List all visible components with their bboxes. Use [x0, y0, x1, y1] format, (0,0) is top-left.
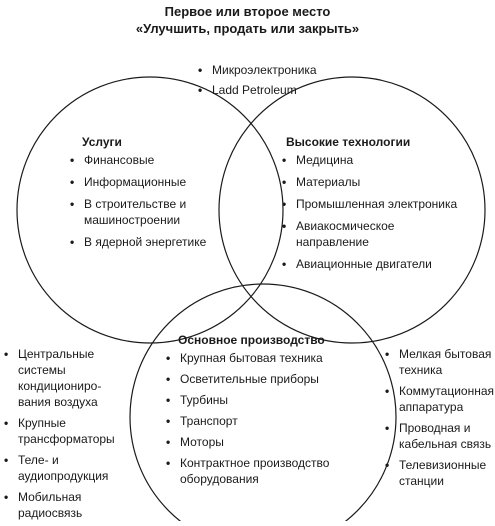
- list-item: Мобильная радиосвязь: [2, 489, 130, 521]
- diagram-title-line2: «Улучшить, продать или закрыть»: [135, 21, 360, 36]
- core-heading: Основное производство: [178, 333, 325, 347]
- list-item: Медицина: [280, 152, 470, 168]
- core-group: Основное производство Крупная бытовая те…: [164, 332, 364, 492]
- list-item: Турбины: [164, 392, 364, 408]
- list-item: Транспорт: [164, 413, 364, 429]
- list-item: Авиакосмическое направление: [280, 218, 470, 250]
- list-item: Промышленная электроника: [280, 196, 470, 212]
- services-group: Услуги Финансовые Информационные В строи…: [68, 134, 238, 256]
- core-circle: [129, 283, 397, 521]
- hightech-heading: Высокие технологии: [286, 135, 411, 149]
- list-item: Микроэлектроника: [196, 62, 396, 78]
- hightech-list: Медицина Материалы Промышленная электрон…: [280, 152, 470, 272]
- diagram-title-line1: Первое или второе место: [164, 4, 331, 19]
- list-item: Осветительные приборы: [164, 371, 364, 387]
- list-item: Финансовые: [68, 152, 238, 168]
- left-outside-group: Центральные системы кондициониро-вания в…: [2, 346, 130, 526]
- list-item: В строительстве и машиностроении: [68, 196, 238, 228]
- list-item: Коммутационная аппаратура: [383, 383, 495, 415]
- list-item: Моторы: [164, 434, 364, 450]
- list-item: Ladd Petroleum: [196, 82, 396, 98]
- left-outside-list: Центральные системы кондициониро-вания в…: [2, 346, 130, 521]
- right-outside-list: Мелкая бытовая техника Коммутационная ап…: [383, 346, 495, 489]
- list-item: Материалы: [280, 174, 470, 190]
- list-item: Авиационные двигатели: [280, 256, 470, 272]
- top-list: Микроэлектроника Ladd Petroleum: [196, 62, 396, 98]
- top-group: Микроэлектроника Ladd Petroleum: [196, 62, 396, 102]
- list-item: Телевизионные станции: [383, 457, 495, 489]
- list-item: Центральные системы кондициониро-вания в…: [2, 346, 130, 410]
- right-outside-group: Мелкая бытовая техника Коммутационная ап…: [383, 346, 495, 494]
- list-item: В ядерной энергетике: [68, 234, 238, 250]
- list-item: Крупная бытовая техника: [164, 350, 364, 366]
- list-item: Информационные: [68, 174, 238, 190]
- list-item: Проводная и кабельная связь: [383, 420, 495, 452]
- hightech-group: Высокие технологии Медицина Материалы Пр…: [280, 134, 470, 278]
- list-item: Теле- и аудиопродукция: [2, 452, 130, 484]
- list-item: Контрактное производство оборудования: [164, 455, 364, 487]
- services-heading: Услуги: [82, 135, 122, 149]
- core-list: Крупная бытовая техника Осветительные пр…: [164, 350, 364, 487]
- services-list: Финансовые Информационные В строительств…: [68, 152, 238, 250]
- list-item: Крупные трансформаторы: [2, 415, 130, 447]
- list-item: Мелкая бытовая техника: [383, 346, 495, 378]
